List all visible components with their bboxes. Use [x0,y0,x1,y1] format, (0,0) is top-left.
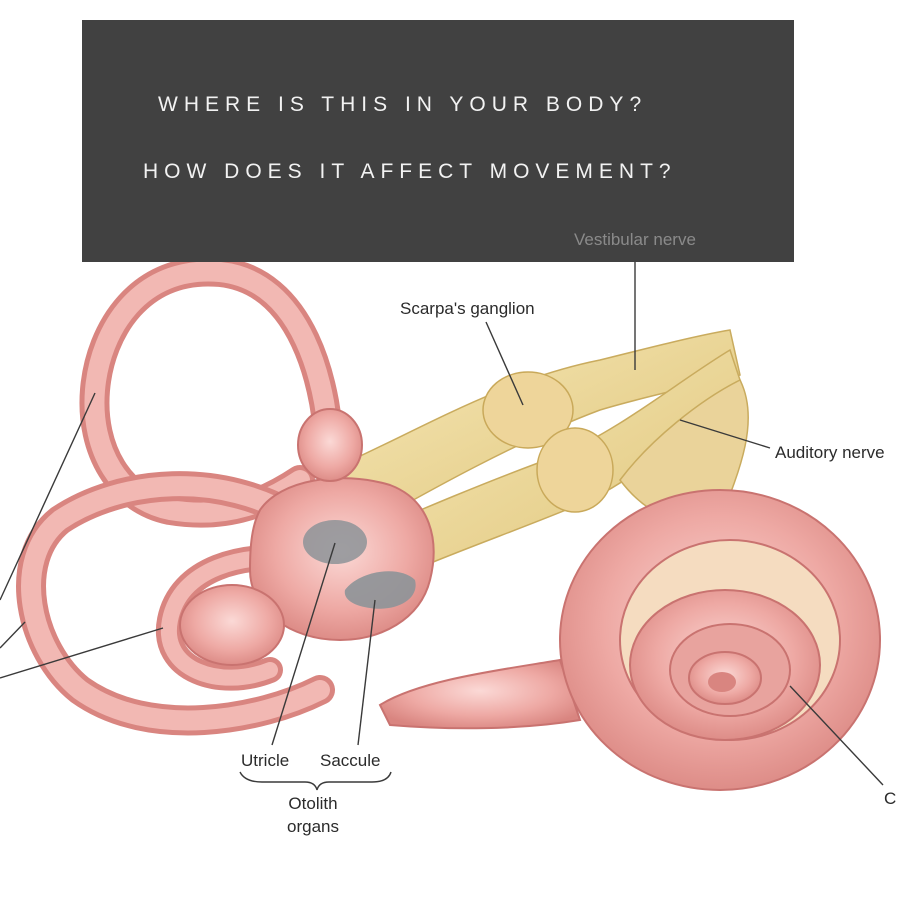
label-otolith-organs: Otolith organs [268,793,358,839]
label-scarpas-ganglion: Scarpa's ganglion [400,300,535,317]
label-vestibular-nerve: Vestibular nerve [574,231,696,248]
label-utricle: Utricle [241,752,289,769]
question-how: HOW DOES IT AFFECT MOVEMENT? [82,160,855,184]
label-auditory-nerve: Auditory nerve [775,444,885,461]
question-overlay: WHERE IS THIS IN YOUR BODY? HOW DOES IT … [82,20,794,262]
label-saccule: Saccule [320,752,380,769]
utricle-shape [303,520,367,564]
label-cochlea-partial: C [884,790,896,807]
question-where: WHERE IS THIS IN YOUR BODY? [82,93,870,117]
